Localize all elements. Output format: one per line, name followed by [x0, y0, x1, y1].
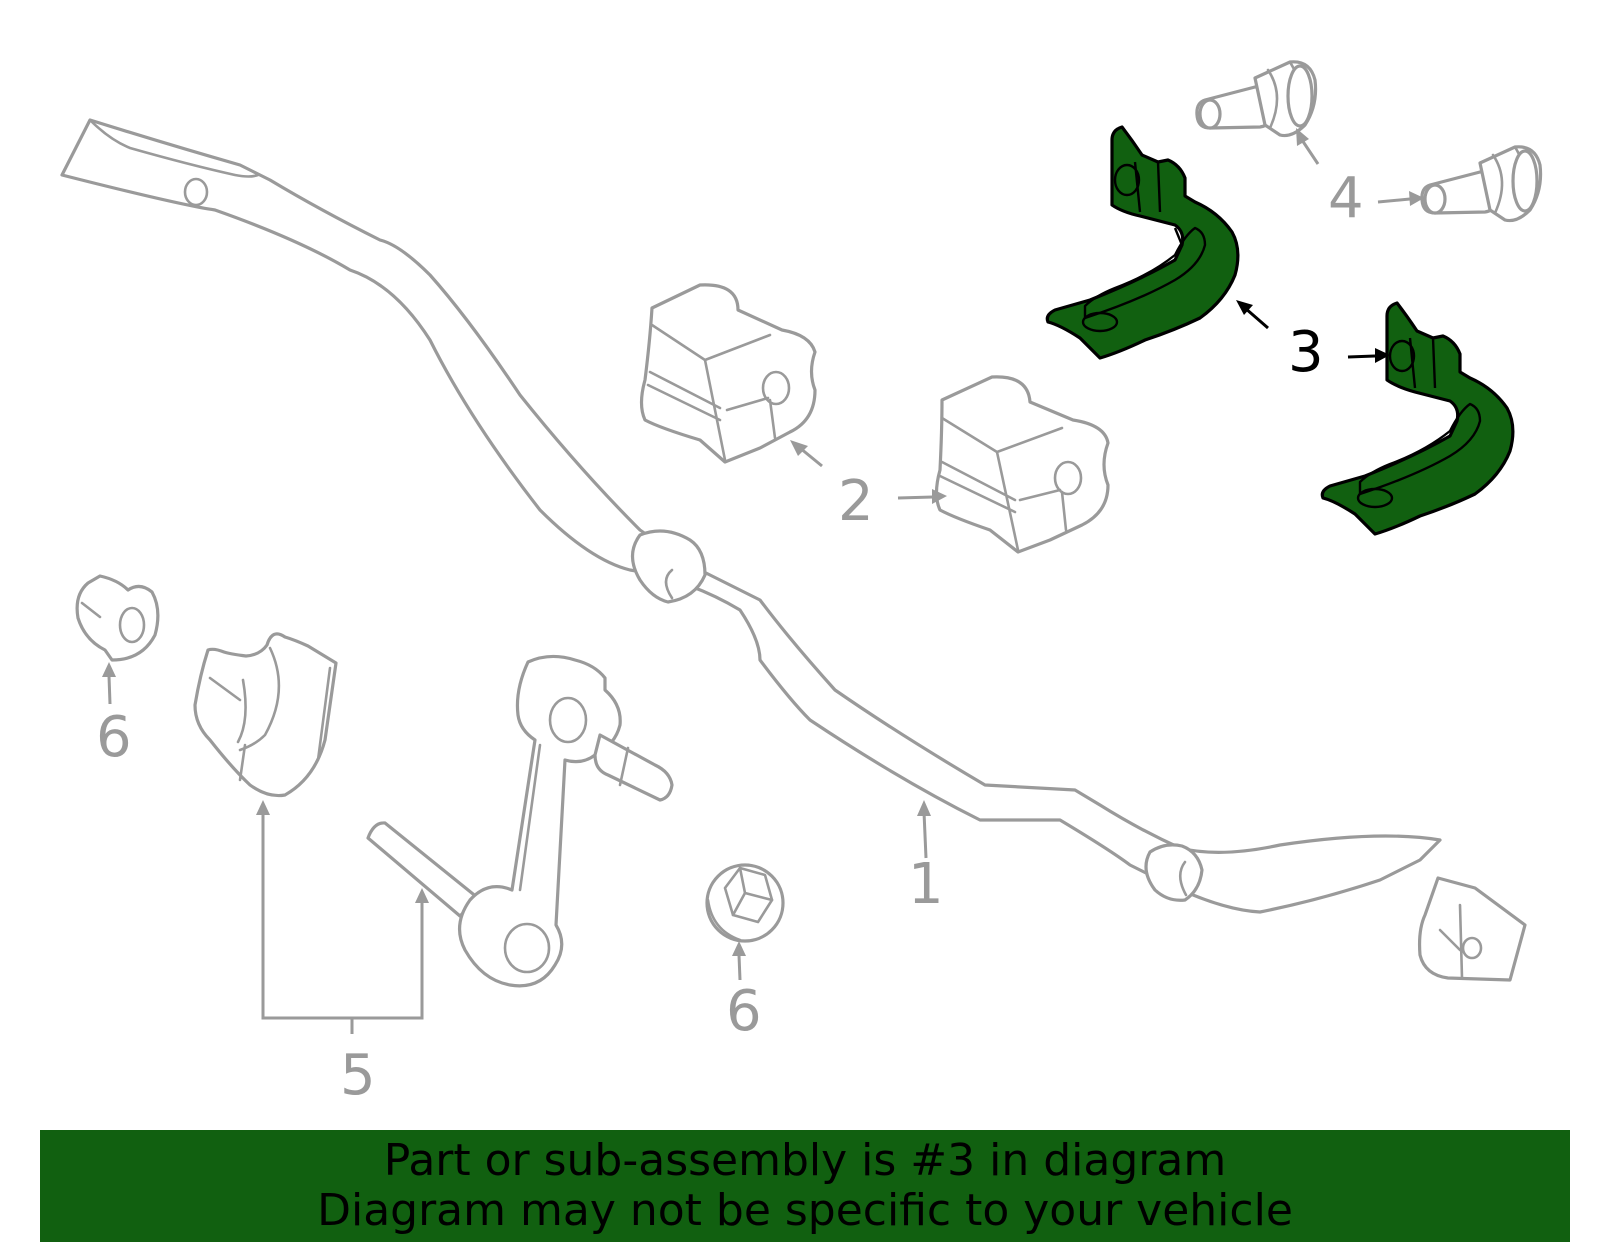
leader-line-6b: [737, 954, 742, 981]
arrowhead-5a: [256, 800, 270, 815]
leader-line-1: [922, 811, 928, 859]
stabilizer-bar-part-1[interactable]: [60, 118, 1527, 982]
leader-line-5: [261, 815, 424, 1020]
arrowhead-3a: [1236, 300, 1253, 315]
arrowhead-4b: [1409, 191, 1424, 206]
callout-3: 3: [1288, 320, 1324, 385]
callout-1: 1: [908, 852, 944, 917]
arrowhead-6a: [102, 662, 116, 677]
banner-line-part-info: Part or sub-assembly is #3 in diagram: [383, 1135, 1227, 1186]
info-banner: Part or sub-assembly is #3 in diagram Di…: [40, 1130, 1570, 1242]
callout-4: 4: [1328, 166, 1364, 231]
callout-5: 5: [340, 1043, 376, 1108]
bushing-part-2-lower[interactable]: [934, 375, 1110, 554]
arrowhead-6b: [732, 941, 746, 956]
leader-line-6a: [107, 675, 112, 705]
bolt-part-4-lower[interactable]: [1420, 145, 1543, 223]
arrowhead-5b: [415, 888, 429, 903]
arrowhead-3b: [1375, 348, 1390, 363]
callout-2: 2: [838, 469, 874, 534]
nut-part-6-right[interactable]: [705, 863, 785, 943]
arrowhead-2a: [790, 440, 808, 456]
leader-line-2a: [799, 446, 823, 468]
nut-part-6-left[interactable]: [75, 574, 160, 662]
arrowhead-2b: [932, 489, 947, 504]
bracket-part-3-lower[interactable]: [1320, 301, 1515, 536]
leader-line-4a: [1300, 139, 1320, 165]
leader-line-3a: [1244, 306, 1269, 330]
link-mount-part-5[interactable]: [193, 632, 338, 798]
callout-6-right: 6: [726, 979, 762, 1044]
stabilizer-link-part-5[interactable]: [366, 654, 674, 988]
leader-line-4b: [1377, 197, 1411, 204]
banner-line-disclaimer: Diagram may not be specific to your vehi…: [317, 1185, 1293, 1236]
leader-line-2b: [897, 495, 934, 500]
callout-6-left: 6: [96, 705, 132, 770]
bolt-part-4-upper[interactable]: [1195, 60, 1318, 138]
leader-line-3b: [1347, 354, 1376, 359]
arrowhead-1: [917, 800, 931, 816]
arrowhead-4a: [1296, 128, 1309, 146]
bushing-part-2-upper[interactable]: [639, 283, 817, 464]
bracket-part-3-upper[interactable]: [1045, 125, 1240, 360]
